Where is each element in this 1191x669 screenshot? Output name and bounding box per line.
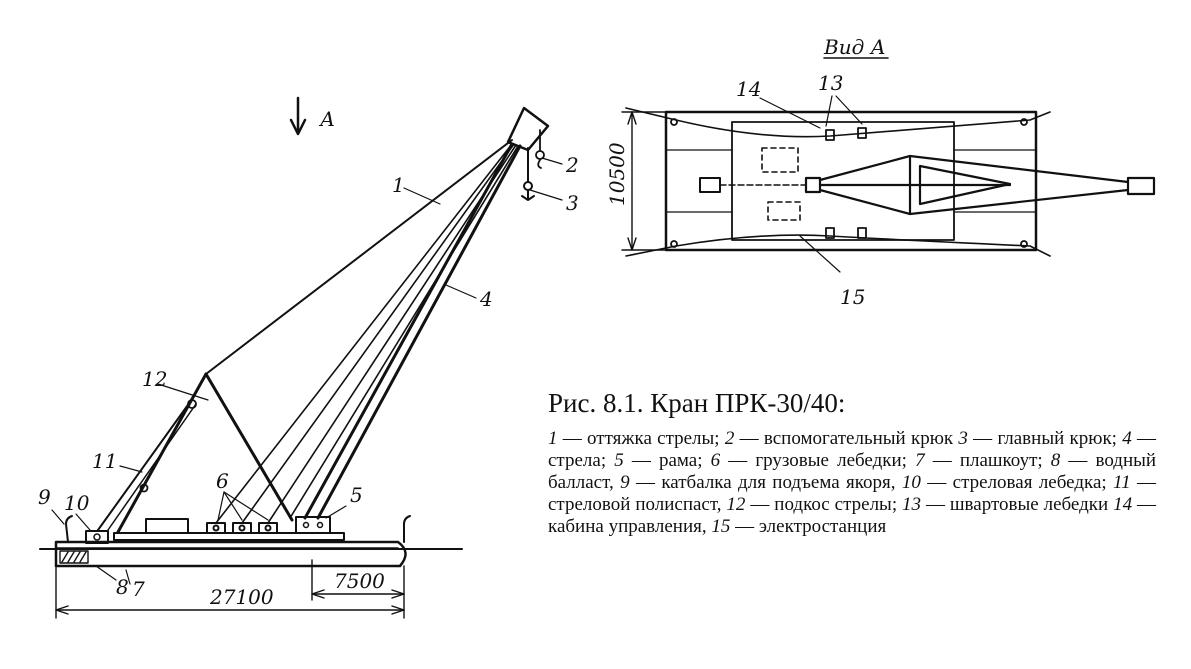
legend-item-text: стрела; <box>548 450 607 471</box>
view-arrow <box>289 96 307 136</box>
legend-item-number: 7 <box>915 450 925 471</box>
legend-item-text: главный крюк; <box>997 428 1117 449</box>
legend-item-number: 10 <box>901 472 921 493</box>
label-6: 6 <box>216 469 229 493</box>
legend-item-text: электростанция <box>758 516 887 537</box>
legend-item-number: 8 <box>1050 450 1061 471</box>
power-station <box>767 201 801 221</box>
legend-item: 13 — швартовые лебедки <box>902 494 1109 515</box>
label-14: 14 <box>736 77 761 101</box>
boom-plan <box>804 154 1156 216</box>
legend-item-text: швартовые лебедки <box>949 494 1109 515</box>
legend-item-text: подкос стрелы; <box>774 494 898 515</box>
boom-stay <box>205 139 513 375</box>
legend-item-number: 5 <box>614 450 624 471</box>
mooring-posts <box>670 118 1028 248</box>
legend-item: 14 — кабина управления, <box>548 494 1157 537</box>
barge-plan <box>664 110 1038 252</box>
legend-item-text: катбалка для подъема якоря, <box>661 472 896 493</box>
legend-item-text: водный балласт, <box>548 450 1157 493</box>
label-1: 1 <box>392 173 405 197</box>
legend-item-text: оттяжка стрелы; <box>587 428 720 449</box>
main-hook <box>521 147 535 201</box>
boom-tackle <box>97 399 197 531</box>
boom-frame <box>295 516 331 534</box>
label-15: 15 <box>840 285 865 309</box>
dim-rear-length: 7500 <box>334 569 385 593</box>
label-11: 11 <box>92 449 117 473</box>
legend-item-text: стреловая лебедка; <box>952 472 1107 493</box>
legend-item-number: 9 <box>620 472 630 493</box>
load-winches <box>206 522 278 534</box>
label-5: 5 <box>350 483 363 507</box>
legend-item: 12 — подкос стрелы; <box>726 494 898 515</box>
legend-item: 2 — вспомогательный крюк <box>724 428 954 449</box>
boom-head <box>506 106 550 152</box>
legend-item-number: 15 <box>711 516 731 537</box>
legend-item-text: плашкоут; <box>959 450 1043 471</box>
legend-item-text: грузовые лебедки; <box>755 450 907 471</box>
control-cabin <box>761 147 799 173</box>
legend-item-number: 13 <box>902 494 922 515</box>
boom-strut <box>116 372 294 534</box>
legend-item: 4 — стрела; <box>548 428 1156 471</box>
label-2: 2 <box>565 153 579 177</box>
legend-item-text: рама; <box>658 450 703 471</box>
legend-item-text: стреловой полиспаст, <box>548 494 722 515</box>
barge-hull <box>54 540 407 568</box>
legend-item-text: кабина управления, <box>548 516 707 537</box>
ballast-tank <box>59 550 89 564</box>
legend-item-number: 3 <box>958 428 968 449</box>
cat-davit-left <box>65 515 73 543</box>
legend-item: 9 — катбалка для подъема якоря, <box>620 472 896 493</box>
dimension-lines <box>55 559 405 619</box>
boom <box>303 142 522 520</box>
legend-item: 6 — грузовые лебедки; <box>710 450 907 471</box>
label-10: 10 <box>64 491 90 515</box>
legend-item: 1 — оттяжка стрелы; <box>548 428 720 449</box>
load-ropes <box>215 143 519 524</box>
mooring-lines <box>625 107 1051 257</box>
label-7: 7 <box>132 577 145 601</box>
legend-item-number: 11 <box>1113 472 1131 493</box>
leader-lines-plan <box>759 95 863 273</box>
engine-house <box>145 518 189 534</box>
legend-item: 10 — стреловая лебедка; <box>901 472 1107 493</box>
label-4: 4 <box>479 287 493 311</box>
legend-item-number: 4 <box>1122 428 1132 449</box>
view-arrow-label: А <box>318 107 335 131</box>
legend-item-text: вспомогательный крюк <box>763 428 954 449</box>
figure-legend: 1 — оттяжка стрелы; 2 — вспомогательный … <box>548 428 1156 538</box>
boom-winch <box>85 530 109 544</box>
legend-item: 8 — водный балласт, <box>548 450 1157 493</box>
figure-caption-title: Рис. 8.1. Кран ПРК-30/40: <box>548 388 846 418</box>
label-12: 12 <box>142 367 167 391</box>
dim-width: 10500 <box>605 142 629 206</box>
legend-item-number: 14 <box>1113 494 1133 515</box>
auxiliary-hook <box>535 129 545 169</box>
label-8: 8 <box>116 575 129 599</box>
plan-view-title: Вид А <box>823 35 886 59</box>
legend-item: 3 — главный крюк; <box>958 428 1117 449</box>
mooring-winches <box>825 127 867 239</box>
legend-item-number: 2 <box>724 428 735 449</box>
legend-item-number: 12 <box>726 494 746 515</box>
label-9: 9 <box>38 485 51 509</box>
legend-item-number: 1 <box>548 428 558 449</box>
legend-item: 5 — рама; <box>614 450 703 471</box>
legend-item: 11 — стреловой полиспаст, <box>548 472 1156 515</box>
legend-item-number: 6 <box>710 450 721 471</box>
cat-davit-right <box>403 515 411 543</box>
label-3: 3 <box>566 191 579 215</box>
legend-item: 7 — плашкоут; <box>915 450 1043 471</box>
legend-item: 15 — электростанция <box>711 516 887 537</box>
label-13: 13 <box>818 71 843 95</box>
leader-lines-side <box>51 157 563 585</box>
width-dimension <box>621 111 667 251</box>
dim-total-length: 27100 <box>209 585 274 609</box>
